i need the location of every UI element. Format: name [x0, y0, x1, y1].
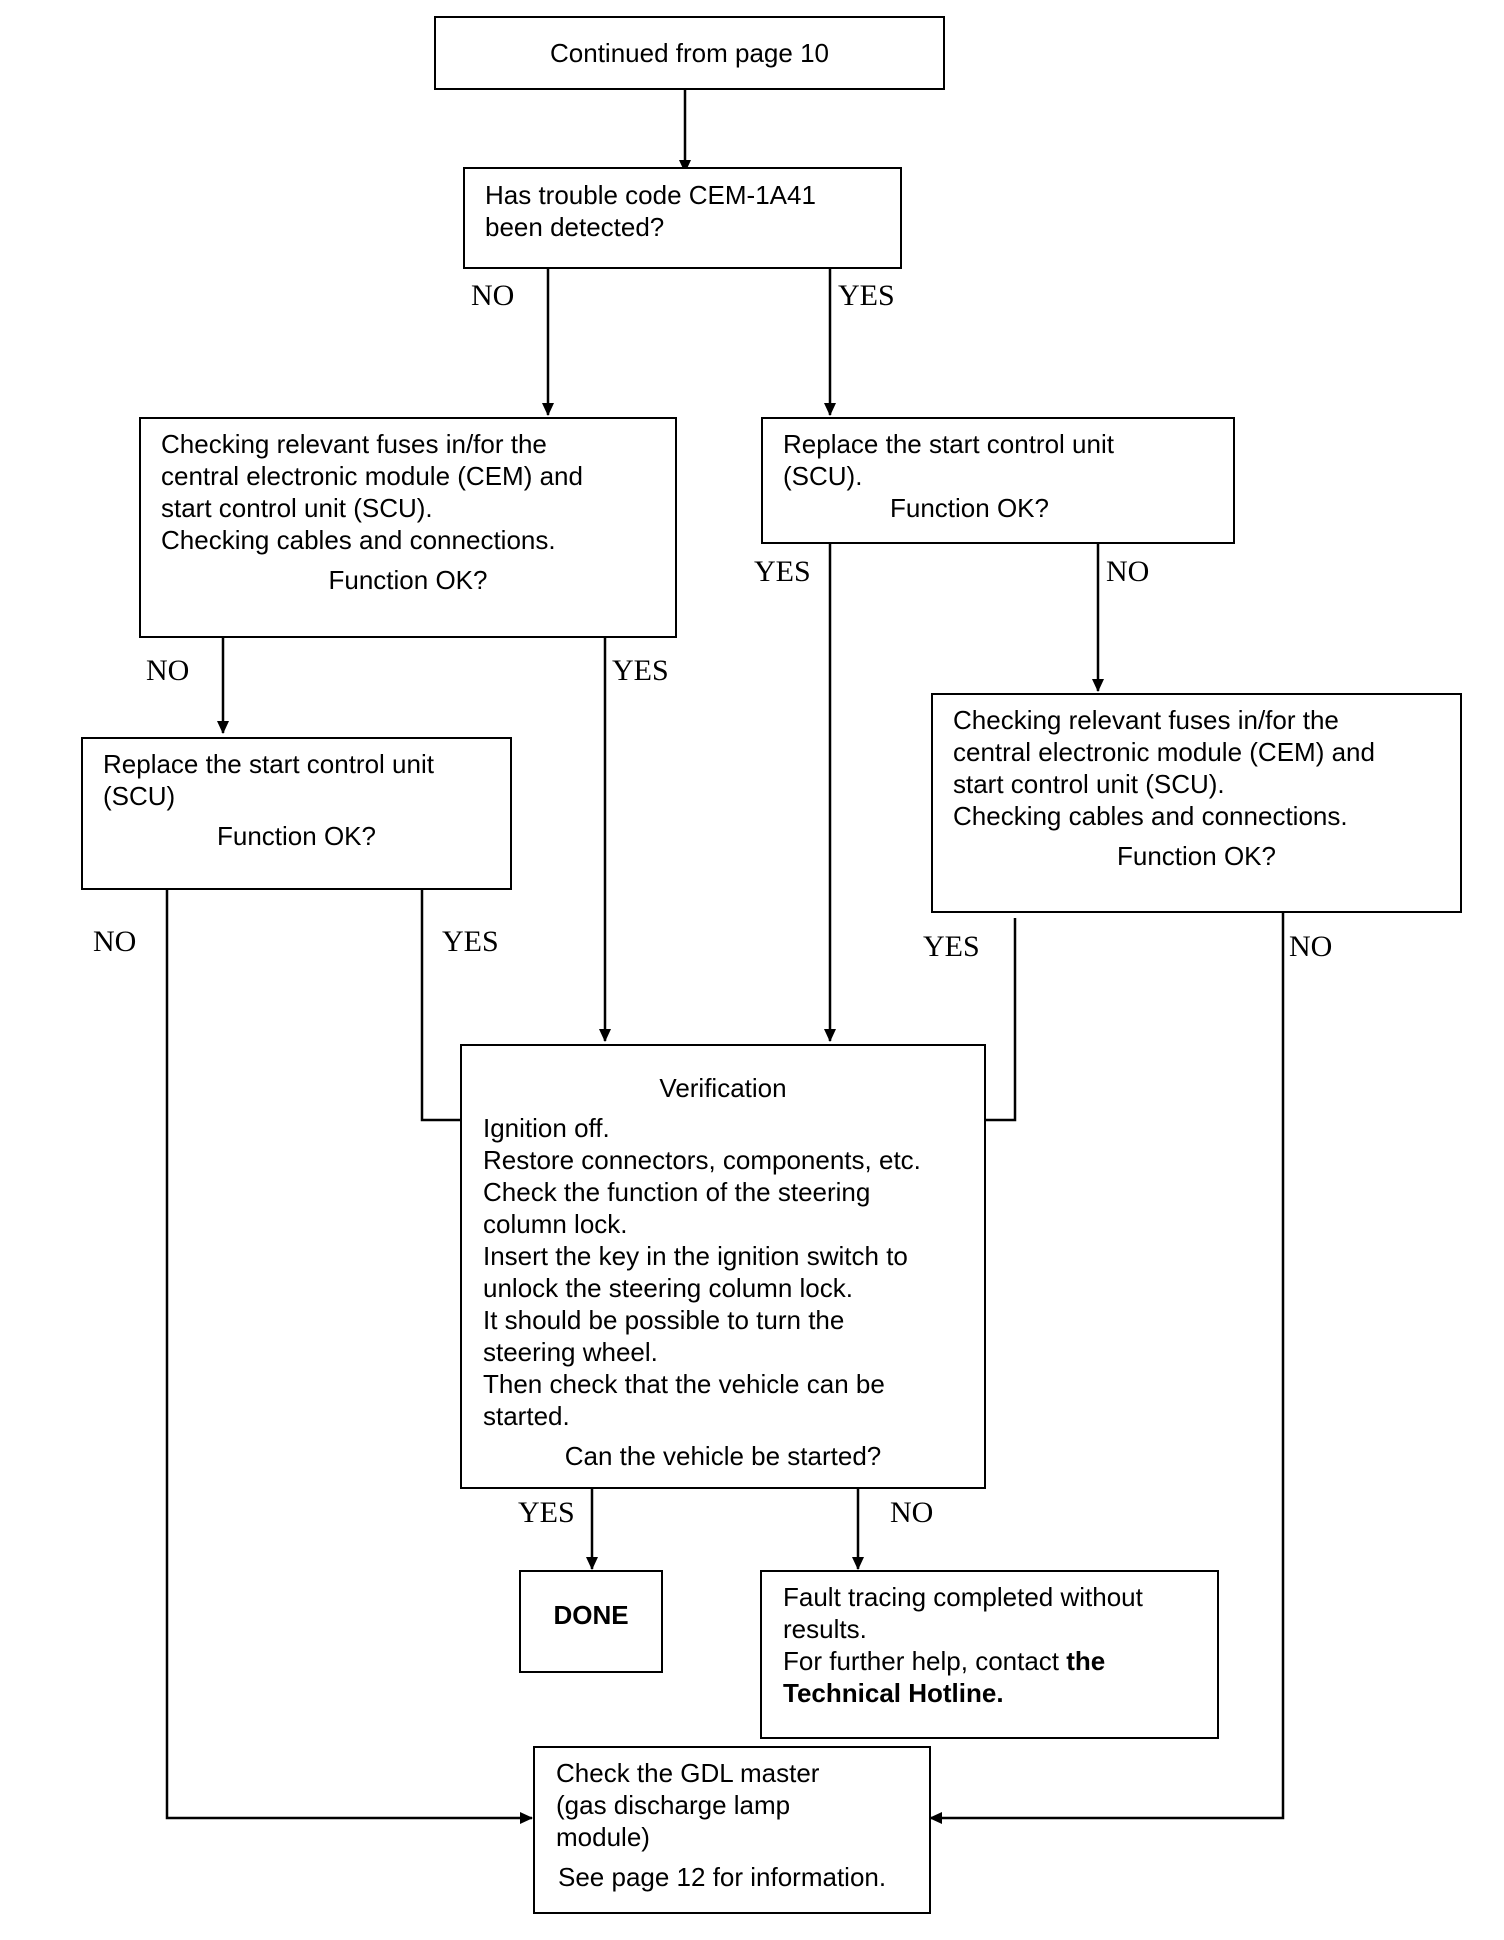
label-replace-right-yes: YES [754, 555, 811, 588]
gdl-line: Check the GDL master [556, 1758, 820, 1788]
label-check-right-yes: YES [923, 930, 980, 963]
verification-step: It should be possible to turn the [483, 1305, 845, 1335]
check-line: start control unit (SCU). [953, 769, 1225, 799]
replace-scu-right-box: Replace the start control unit (SCU). Fu… [761, 417, 1235, 544]
label-check-right-no: NO [1289, 930, 1333, 963]
function-ok-question: Function OK? [217, 821, 376, 851]
label-question-yes: YES [838, 279, 895, 312]
function-ok-question: Function OK? [1117, 841, 1276, 871]
label-verify-no: NO [890, 1496, 934, 1529]
gdl-see-page-note: See page 12 for information. [558, 1862, 887, 1892]
replace-line: (SCU) [103, 781, 176, 811]
line-check-right-yes [985, 918, 1017, 1122]
fault-line: For further help, contact the [783, 1645, 1217, 1677]
technical-hotline: Technical Hotline. [783, 1678, 1004, 1708]
label-check-left-yes: YES [612, 654, 669, 687]
fault-tracing-box: Fault tracing completed without results.… [760, 1570, 1219, 1739]
label-replace-left-yes: YES [442, 925, 499, 958]
replace-line: Replace the start control unit [783, 429, 1114, 459]
verification-step: Restore connectors, components, etc. [483, 1145, 921, 1175]
replace-line: Replace the start control unit [103, 749, 434, 779]
arrow-check-right-no [929, 912, 1285, 1824]
verification-step: Then check that the vehicle can be [483, 1369, 885, 1399]
check-line: Checking relevant fuses in/for the [953, 705, 1339, 735]
verification-step: column lock. [483, 1209, 628, 1239]
verification-step: Ignition off. [483, 1113, 610, 1143]
replace-line: (SCU). [783, 461, 863, 491]
label-check-left-no: NO [146, 654, 190, 687]
arrow-replace-left-no [165, 889, 533, 1824]
label-replace-left-no: NO [93, 925, 137, 958]
label-verify-yes: YES [518, 1496, 575, 1529]
question-line: been detected? [485, 212, 665, 242]
verification-step: steering wheel. [483, 1337, 658, 1367]
start-text: Continued from page 10 [550, 38, 829, 68]
fault-contact-text: For further help, contact [783, 1646, 1067, 1676]
check-line: Checking relevant fuses in/for the [161, 429, 547, 459]
verification-box: Verification Ignition off. Restore conne… [460, 1044, 986, 1489]
question-line: Has trouble code CEM-1A41 [485, 180, 816, 210]
label-question-no: NO [471, 279, 515, 312]
verification-step: Insert the key in the ignition switch to [483, 1241, 908, 1271]
gdl-line: module) [556, 1822, 650, 1852]
check-line: central electronic module (CEM) and [161, 461, 583, 491]
start-box: Continued from page 10 [434, 16, 945, 90]
function-ok-question: Function OK? [890, 493, 1049, 523]
check-line: central electronic module (CEM) and [953, 737, 1375, 767]
line-replace-left-yes [420, 889, 460, 1122]
fault-contact-bold: the [1066, 1646, 1106, 1676]
fault-line: results. [783, 1614, 867, 1644]
done-text: DONE [553, 1599, 629, 1630]
gdl-line: (gas discharge lamp [556, 1790, 791, 1820]
verification-question: Can the vehicle be started? [564, 1441, 882, 1471]
function-ok-question: Function OK? [328, 565, 488, 595]
replace-scu-left-box: Replace the start control unit (SCU) Fun… [81, 737, 512, 890]
check-line: start control unit (SCU). [161, 493, 433, 523]
gdl-master-box: Check the GDL master (gas discharge lamp… [533, 1746, 931, 1914]
verification-step: Check the function of the steering [483, 1177, 871, 1207]
done-box: DONE [519, 1570, 663, 1673]
check-line: Checking cables and connections. [953, 801, 1348, 831]
check-line: Checking cables and connections. [161, 525, 556, 555]
check-fuses-left-box: Checking relevant fuses in/for the centr… [139, 417, 677, 638]
fault-line: Fault tracing completed without [783, 1582, 1143, 1612]
trouble-code-question-box: Has trouble code CEM-1A41 been detected? [463, 167, 902, 269]
label-replace-right-no: NO [1106, 555, 1150, 588]
check-fuses-right-box: Checking relevant fuses in/for the centr… [931, 693, 1462, 913]
verification-step: started. [483, 1401, 570, 1431]
verification-title: Verification [659, 1073, 787, 1103]
verification-step: unlock the steering column lock. [483, 1273, 853, 1303]
